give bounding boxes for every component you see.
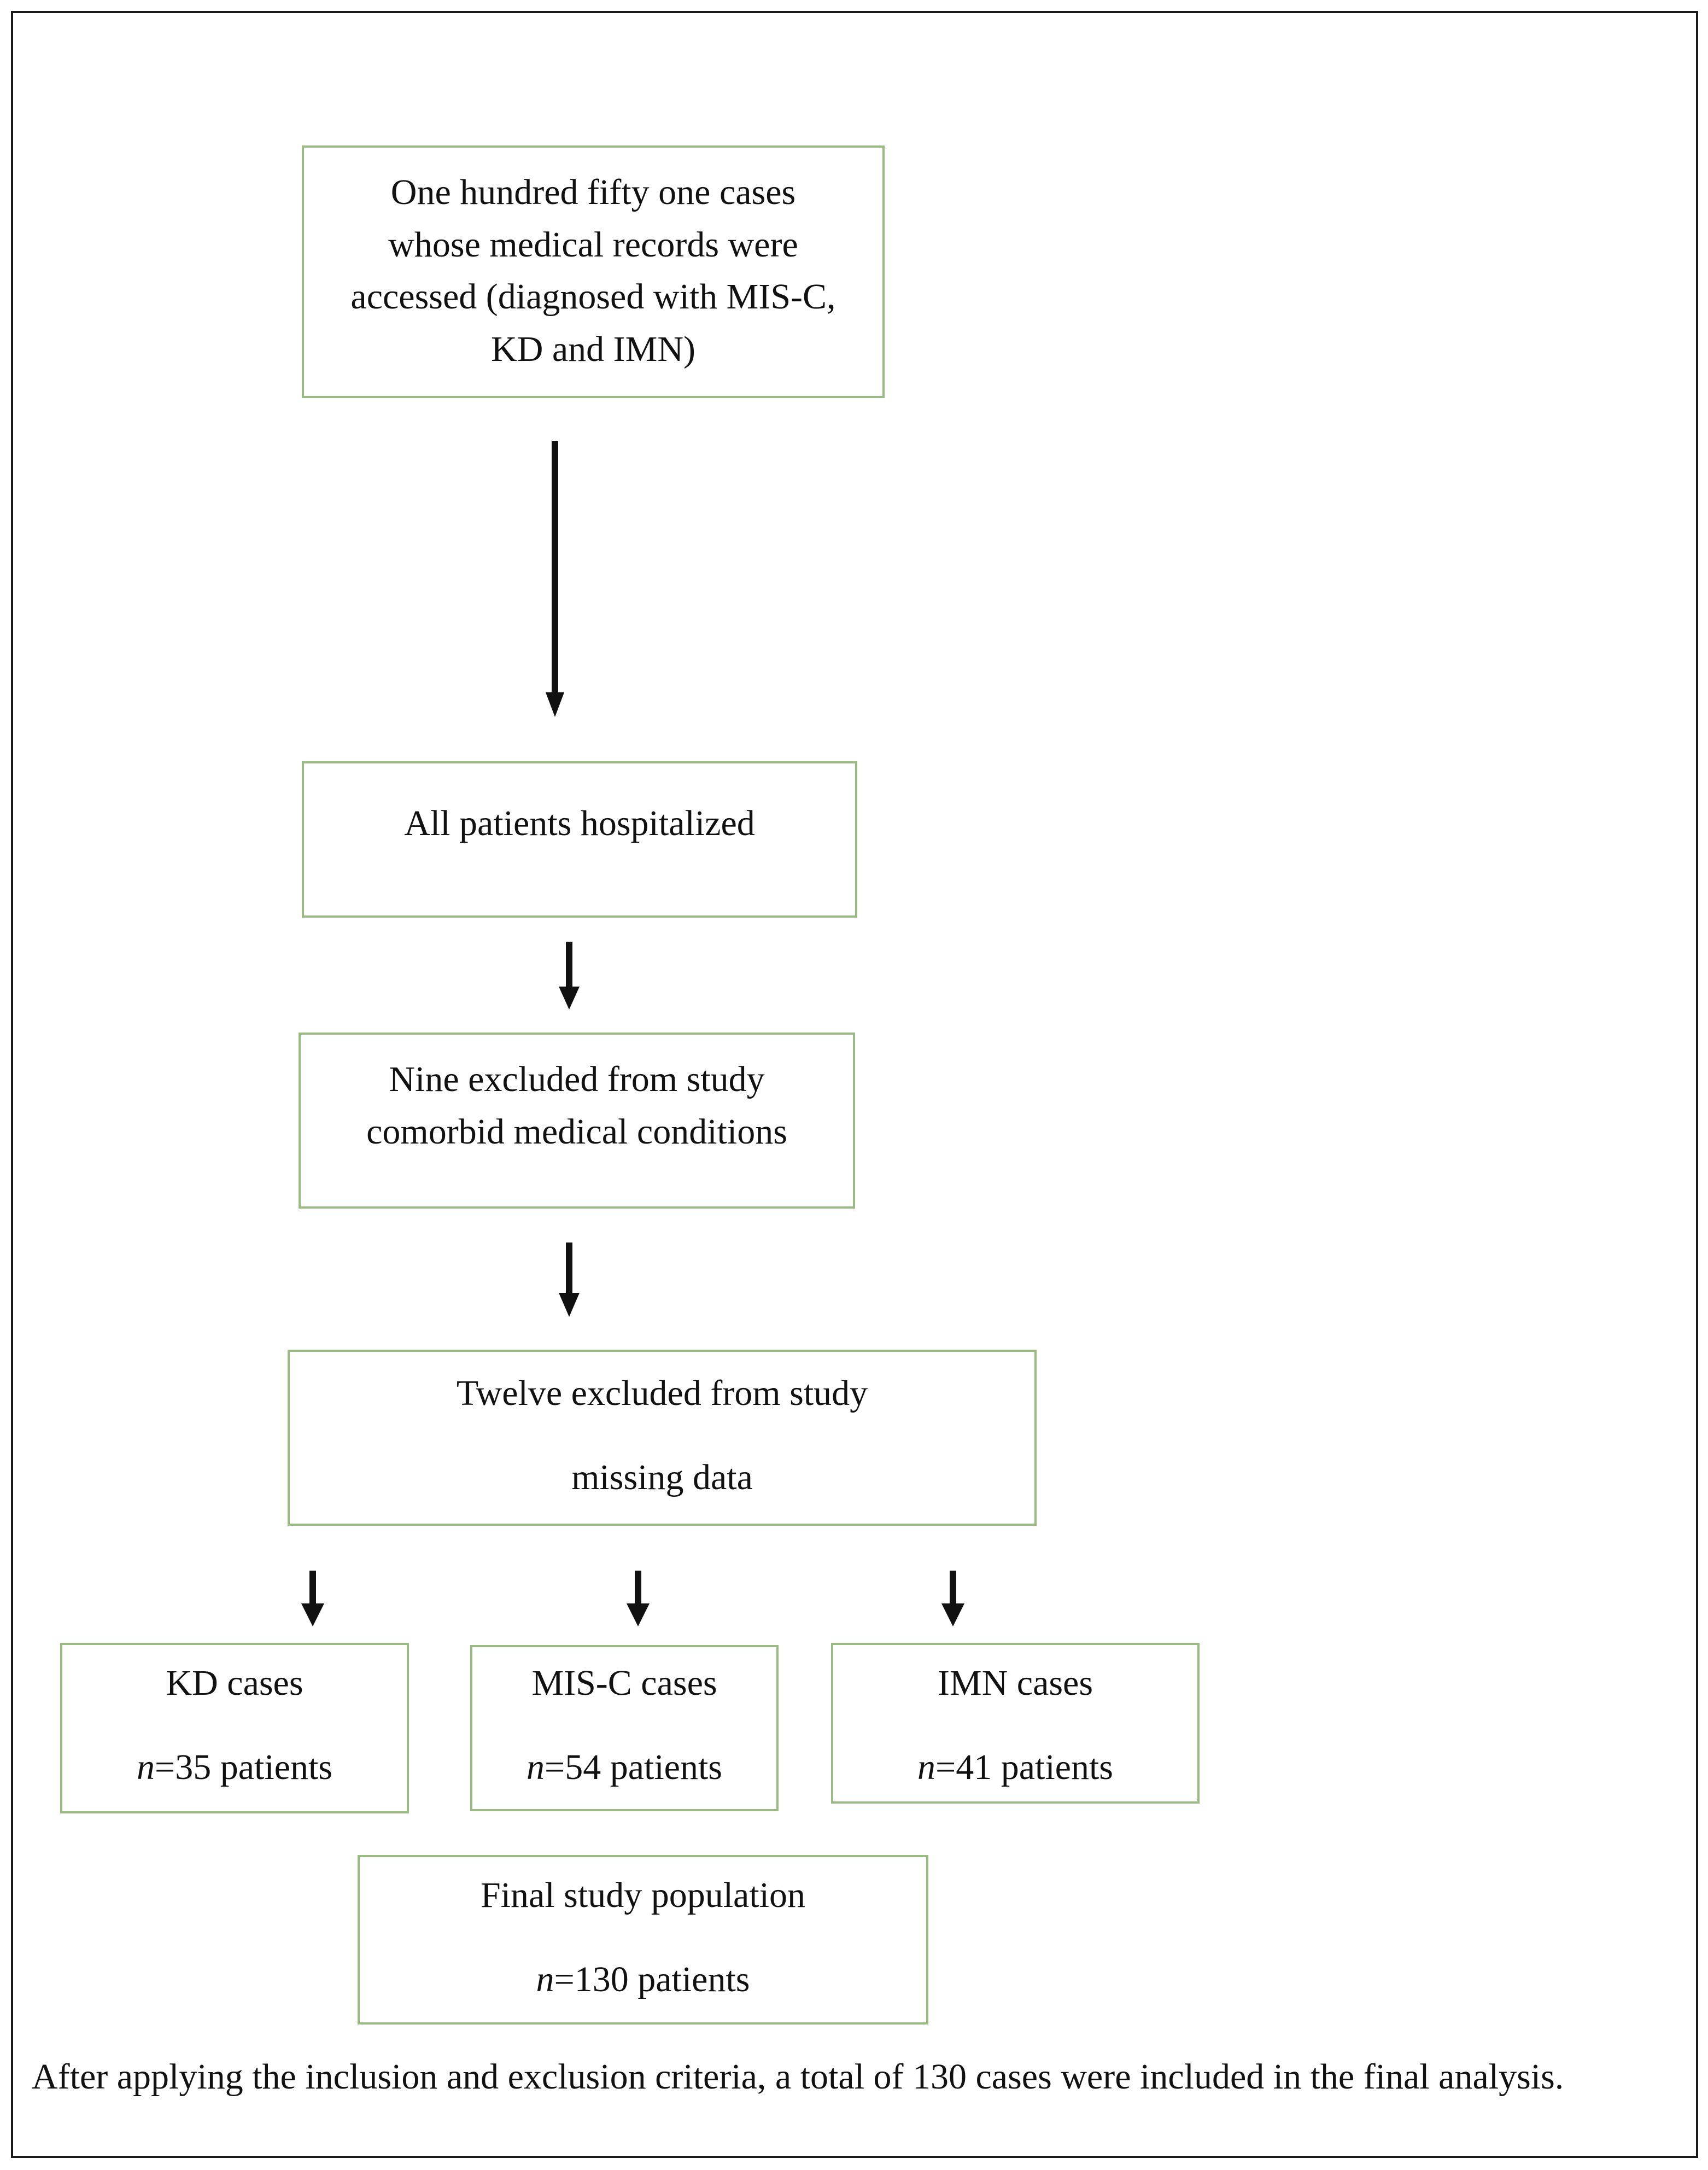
box-hospitalized-label: All patients hospitalized [404, 803, 755, 843]
box-excluded-comorbid: Nine excluded from study comorbid medica… [299, 1032, 855, 1209]
box-final-population-title: Final study population [481, 1875, 805, 1915]
box-kd-cases-title: KD cases [166, 1663, 303, 1703]
box-excluded-missing: Twelve excluded from study missing data [288, 1350, 1037, 1526]
box-excluded-comorbid-line-1: Nine excluded from study [389, 1059, 765, 1099]
box-kd-cases: KD cases n=35 patients [60, 1643, 409, 1813]
box-records-accessed: One hundred fifty one cases whose medica… [302, 145, 885, 398]
box-misc-cases-title: MIS-C cases [531, 1663, 717, 1703]
n-symbol: n [136, 1747, 155, 1787]
box-misc-cases-count: n=54 patients [472, 1741, 776, 1794]
box-excluded-comorbid-line-2: comorbid medical conditions [366, 1111, 787, 1152]
n-symbol: n [917, 1747, 935, 1787]
box-records-accessed-line-2: whose medical records were [388, 224, 798, 265]
box-imn-cases-count: n=41 patients [833, 1741, 1197, 1794]
box-records-accessed-line-1: One hundred fifty one cases [390, 172, 796, 212]
arrow-down-icon [941, 1571, 964, 1626]
box-excluded-missing-line-1: Twelve excluded from study [456, 1373, 868, 1413]
box-hospitalized: All patients hospitalized [302, 761, 857, 918]
box-records-accessed-line-3: accessed (diagnosed with MIS-C, [350, 277, 836, 317]
box-kd-cases-count: n=35 patients [62, 1741, 407, 1794]
arrow-down-icon [627, 1571, 650, 1626]
final-count-text: =130 patients [554, 1959, 750, 1999]
misc-count-text: =54 patients [544, 1747, 722, 1787]
box-records-accessed-line-4: KD and IMN) [491, 329, 695, 370]
box-final-population-count: n=130 patients [360, 1953, 926, 2006]
kd-count-text: =35 patients [154, 1747, 332, 1787]
arrow-down-icon [546, 441, 564, 717]
arrow-down-icon [559, 942, 580, 1010]
n-symbol: n [536, 1959, 554, 1999]
arrow-down-icon [301, 1571, 324, 1626]
box-final-population: Final study population n=130 patients [358, 1855, 928, 2025]
n-symbol: n [526, 1747, 545, 1787]
imn-count-text: =41 patients [935, 1747, 1113, 1787]
box-excluded-missing-line-2: missing data [571, 1457, 753, 1497]
figure-frame [11, 11, 1698, 2158]
box-misc-cases: MIS-C cases n=54 patients [470, 1645, 779, 1811]
box-imn-cases: IMN cases n=41 patients [831, 1643, 1200, 1804]
box-imn-cases-title: IMN cases [937, 1663, 1093, 1703]
arrow-down-icon [559, 1242, 580, 1317]
figure-caption: After applying the inclusion and exclusi… [32, 2057, 1564, 2097]
